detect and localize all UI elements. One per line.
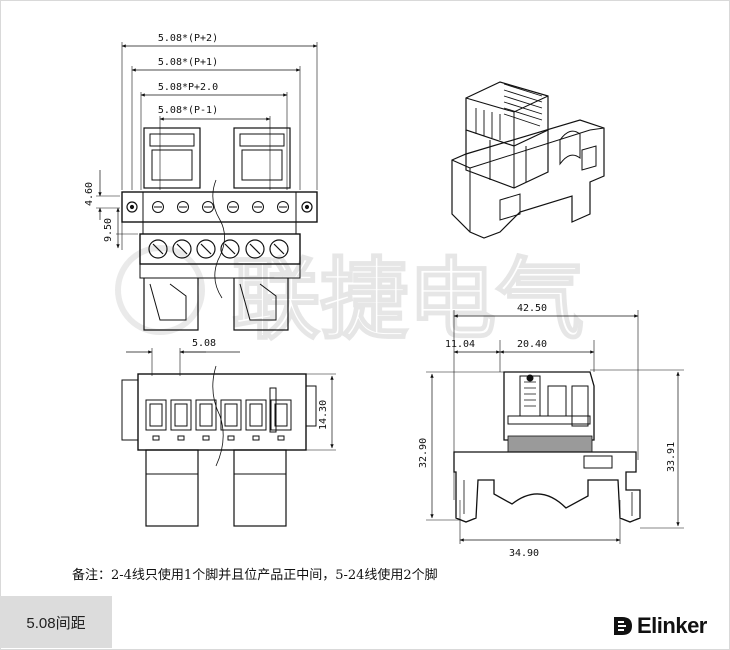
remark-note: 备注：2-4线只使用1个脚并且位产品正中间，5-24线使用2个脚 <box>72 568 438 583</box>
isometric-view <box>451 81 605 239</box>
dim-top-p-plus-2-0: 5.08*P+2.0 <box>158 82 218 93</box>
dim-width-42-50: 42.50 <box>517 303 547 314</box>
dim-height-33-91: 33.91 <box>666 442 677 472</box>
pitch-tag: 5.08间距 <box>0 596 112 648</box>
dim-width-20-40: 20.40 <box>517 339 547 350</box>
dim-height-14-30: 14.30 <box>318 400 329 430</box>
dim-width-34-90: 34.90 <box>509 548 539 559</box>
dim-pitch-5-08: 5.08 <box>192 338 216 349</box>
logo-mark-icon <box>614 617 632 635</box>
dim-height-9-50: 9.50 <box>103 218 114 242</box>
dim-height-32-90: 32.90 <box>418 438 429 468</box>
dim-top-p-plus-1: 5.08*(P+1) <box>158 57 218 68</box>
dim-top-p-minus-1: 5.08*(P-1) <box>158 105 218 116</box>
side-view <box>426 310 684 544</box>
dim-top-p-plus-2: 5.08*(P+2) <box>158 33 218 44</box>
front-view <box>96 42 318 331</box>
dim-height-4-60: 4.60 <box>84 182 95 206</box>
dim-width-11-04: 11.04 <box>445 339 475 350</box>
top-view <box>121 348 336 527</box>
brand-logo: Elinker <box>612 612 707 640</box>
brand-name: Elinker <box>637 613 707 638</box>
